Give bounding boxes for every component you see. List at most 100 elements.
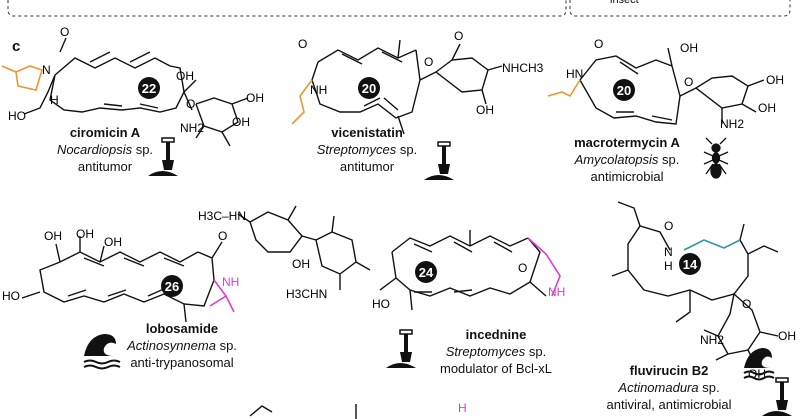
atom-ho-4: HO xyxy=(2,289,20,303)
atom-oh-1c: OH xyxy=(232,115,250,129)
shovel-soil-icon xyxy=(424,141,454,180)
compound-name: fluvirucin B2 xyxy=(629,363,709,378)
atom-h-bottom: H xyxy=(458,401,467,415)
atom-h2n-1: NH2 xyxy=(180,121,204,135)
atom-h-1: H xyxy=(50,93,59,107)
ring-size-label-2: 20 xyxy=(362,81,376,96)
incednine-amine-highlight xyxy=(527,237,561,297)
atom-h-6: H xyxy=(664,259,673,273)
atom-o-3: O xyxy=(594,37,603,51)
atom-o-2b: O xyxy=(424,55,433,69)
atom-nh-4: NH xyxy=(222,275,239,289)
wave-icon xyxy=(83,334,121,370)
compound-organism: Actinosynnema sp. xyxy=(127,338,237,353)
atom-o-6b: O xyxy=(742,297,751,311)
macrotermycin-structure xyxy=(579,47,765,125)
ciromicin-structure xyxy=(23,37,249,147)
shovel-soil-icon xyxy=(386,329,416,368)
ciromicin-pyrrolidine-highlight xyxy=(1,65,43,91)
ring-size-badge-6 xyxy=(679,253,701,275)
atom-oh-3: OH xyxy=(680,41,698,55)
atom-h2n-6: NH2 xyxy=(700,333,724,347)
lobosamide-structure xyxy=(21,236,223,323)
atom-ho-1: HO xyxy=(8,109,26,123)
compound-organism: Streptomyces sp. xyxy=(316,142,418,157)
compound-name: lobosamide xyxy=(145,321,219,336)
ring-size-label-6: 14 xyxy=(683,257,698,272)
compound-activity: modulator of Bcl-xL xyxy=(440,361,552,376)
atom-oh-1: OH xyxy=(176,69,194,83)
compound-organism: Actinomadura sp. xyxy=(618,380,720,395)
atom-n-1: N xyxy=(42,63,51,77)
compound-organism: Amycolatopsis sp. xyxy=(574,152,680,167)
atom-oh-4: OH xyxy=(44,229,62,243)
atom-o-2: O xyxy=(298,37,307,51)
atom-nh2-3: NH2 xyxy=(720,117,744,131)
compound-organism: Nocardiopsis sp. xyxy=(56,142,154,157)
ring-size-badge-4 xyxy=(161,275,183,297)
shovel-soil-icon xyxy=(148,137,178,176)
caption-fluvirucin: fluvirucin B2 Actinomadura sp. antiviral… xyxy=(594,362,744,413)
compound-name: incednine xyxy=(465,327,527,342)
atom-o-1b: O xyxy=(186,97,195,111)
atom-nh-2: NH xyxy=(310,83,327,97)
ant-icon xyxy=(703,137,729,179)
fluvirucin-chain-highlight xyxy=(683,239,741,251)
compound-activity: anti-trypanosomal xyxy=(130,355,234,370)
atom-oh-2: OH xyxy=(476,103,494,117)
atom-nhch3-2: NHCH3 xyxy=(502,61,544,75)
compound-activity: antiviral, antimicrobial xyxy=(606,397,732,412)
atom-oh-4c: OH xyxy=(104,235,122,249)
atom-o-4: O xyxy=(218,229,227,243)
atom-ho-5: HO xyxy=(372,297,390,311)
compound-name: macrotermycin A xyxy=(574,135,680,150)
macrotermycin-amine-highlight xyxy=(547,79,581,98)
atom-o-6: O xyxy=(664,219,673,233)
compound-activity: antimicrobial xyxy=(590,169,664,184)
atom-h3chn-5: H3CHN xyxy=(286,287,327,301)
header-fragment-label: insect xyxy=(610,0,639,6)
fluvirucin-structure xyxy=(611,201,779,367)
lobosamide-amine-highlight xyxy=(209,279,235,313)
ring-size-label-3: 20 xyxy=(617,83,631,98)
incednine-structure xyxy=(237,205,547,311)
atom-oh-3b: OH xyxy=(766,73,784,87)
atom-o-2c: O xyxy=(454,29,463,43)
caption-vicenistatin: vicenistatin Streptomyces sp. antitumor xyxy=(302,124,432,175)
panel-label: c xyxy=(12,38,21,55)
caption-incednine: incednine Streptomyces sp. modulator of … xyxy=(426,326,566,377)
atom-h3c-hn-5: H3C–HN xyxy=(198,209,246,223)
ring-size-badge-1 xyxy=(138,77,160,99)
compound-activity: antitumor xyxy=(339,159,395,174)
atom-nh-5: NH xyxy=(548,285,565,299)
atom-oh-3c: OH xyxy=(758,101,776,115)
ring-size-badge-3 xyxy=(613,79,635,101)
caption-lobosamide: lobosamide Actinosynnema sp. anti-trypan… xyxy=(112,320,252,371)
atom-o-1: O xyxy=(60,25,69,39)
vicenistatin-amine-highlight xyxy=(291,79,313,125)
compound-name: vicenistatin xyxy=(331,125,403,140)
compound-name: ciromicin A xyxy=(69,125,141,140)
ring-size-label-5: 24 xyxy=(419,265,434,280)
compound-organism: Streptomyces sp. xyxy=(445,344,547,359)
atom-oh-4b: OH xyxy=(76,227,94,241)
shovel-soil-icon xyxy=(762,377,792,416)
ring-size-badge-5 xyxy=(415,261,437,283)
atom-o-3b: O xyxy=(684,75,693,89)
atom-hn-3: HN xyxy=(566,67,583,81)
atom-n-6: N xyxy=(664,245,673,259)
vicenistatin-structure xyxy=(311,39,503,135)
caption-ciromicin: ciromicin A Nocardiopsis sp. antitumor xyxy=(40,124,170,175)
atom-o-5: O xyxy=(518,261,527,275)
compound-activity: antitumor xyxy=(77,159,133,174)
partial-structures-bottom xyxy=(249,404,357,419)
atom-oh-5: OH xyxy=(292,257,310,271)
atom-oh-1b: OH xyxy=(246,91,264,105)
atom-oh-6: OH xyxy=(778,329,796,343)
ring-size-label-1: 22 xyxy=(142,81,156,96)
wave-icon xyxy=(743,348,775,381)
caption-macrotermycin: macrotermycin A Amycolatopsis sp. antimi… xyxy=(552,134,702,185)
ring-size-label-4: 26 xyxy=(165,279,179,294)
ring-size-badge-2 xyxy=(358,77,380,99)
